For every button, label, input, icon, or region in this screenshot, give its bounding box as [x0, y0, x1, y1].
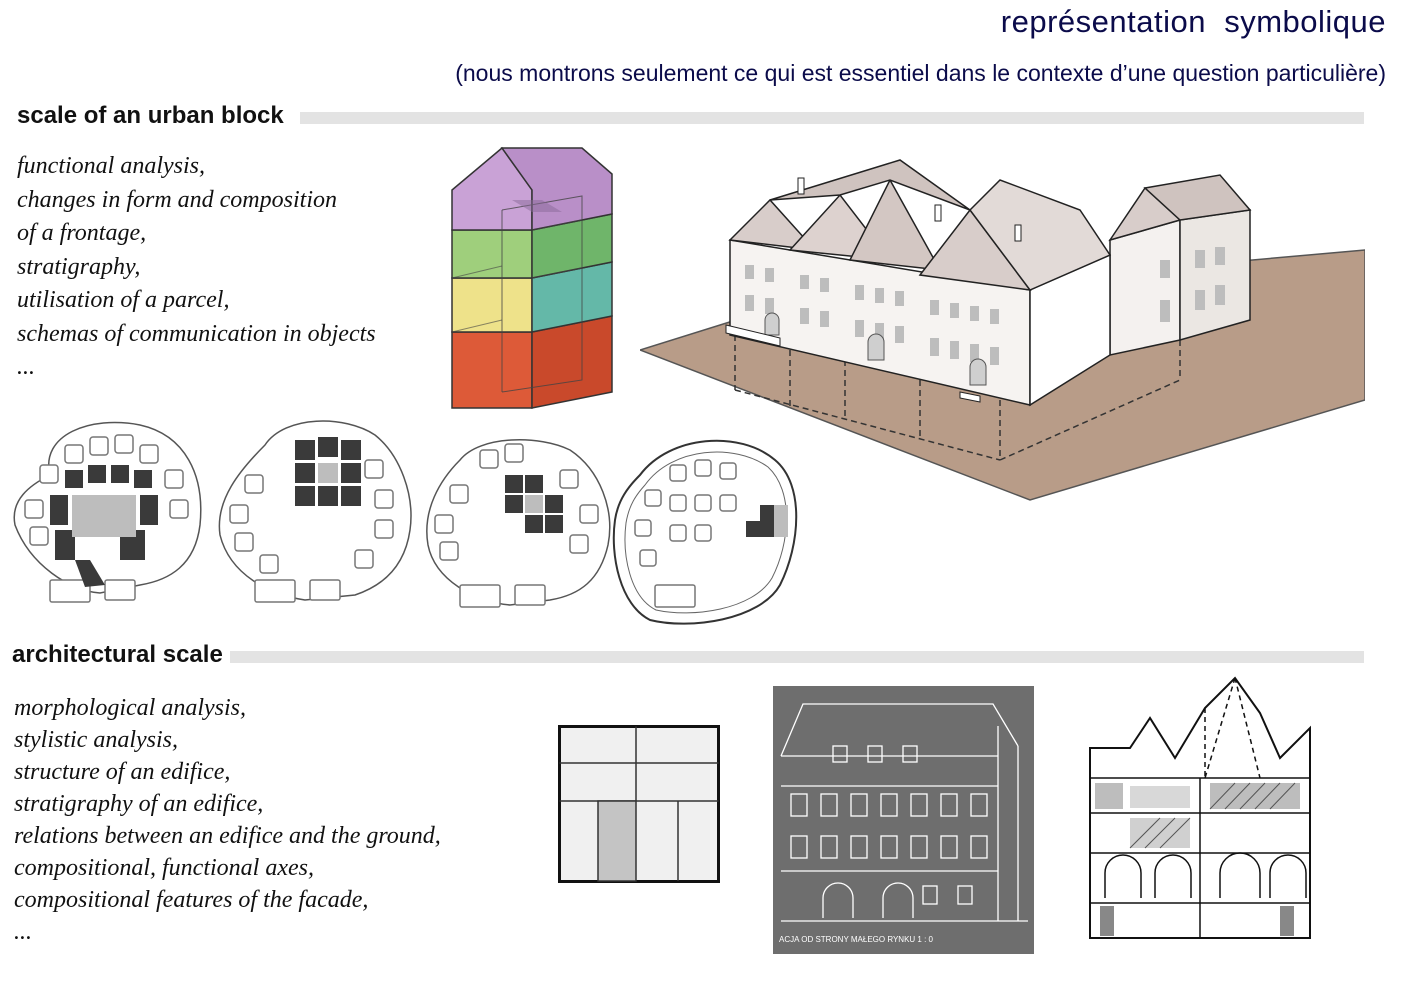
urban-section-heading: scale of an urban block — [17, 102, 290, 130]
list-item: changes in form and composition — [17, 186, 337, 213]
block-plan-sequence — [13, 420, 798, 625]
architectural-analysis-list: morphological analysis, stylistic analys… — [14, 692, 441, 948]
block-plan-1 — [13, 421, 202, 603]
facade-composition-grid — [558, 725, 720, 883]
list-item: stratigraphy, — [17, 253, 141, 280]
stratigraphy-stack-drawing — [451, 146, 613, 409]
list-item: relations between an edifice and the gro… — [14, 823, 441, 849]
list-item: functional analysis, — [17, 153, 205, 179]
list-item: stylistic analysis, — [14, 727, 178, 753]
page-title: représentation symbolique — [1000, 4, 1386, 39]
list-item: ... — [17, 354, 35, 380]
facade-elevation-drawing: ACJA OD STRONY MAŁEGO RYNKU 1 : 0 — [773, 686, 1034, 954]
list-item: compositional, functional axes, — [14, 855, 314, 881]
page-subtitle: (nous montrons seulement ce qui est esse… — [455, 60, 1386, 86]
list-item: morphological analysis, — [14, 695, 246, 721]
list-item: schemas of communication in objects — [17, 320, 376, 347]
elevation-caption: ACJA OD STRONY MAŁEGO RYNKU 1 : 0 — [779, 935, 934, 944]
urban-block-axonometric — [640, 159, 1365, 501]
urban-section-divider — [300, 112, 1364, 124]
list-item: ... — [14, 919, 32, 945]
list-item: utilisation of a parcel, — [17, 287, 230, 313]
urban-analysis-list: functional analysis, changes in form and… — [17, 150, 376, 385]
list-item: stratigraphy of an edifice, — [14, 791, 264, 817]
list-item: of a frontage, — [17, 220, 147, 246]
list-item: compositional features of the facade, — [14, 887, 369, 913]
block-plan-3 — [426, 439, 611, 608]
block-plan-4 — [612, 439, 798, 625]
list-item: structure of an edifice, — [14, 759, 231, 785]
architectural-section-divider — [230, 651, 1364, 663]
block-plan-2 — [218, 420, 412, 603]
building-section-drawing — [1089, 676, 1311, 939]
architectural-section-heading: architectural scale — [12, 641, 229, 669]
